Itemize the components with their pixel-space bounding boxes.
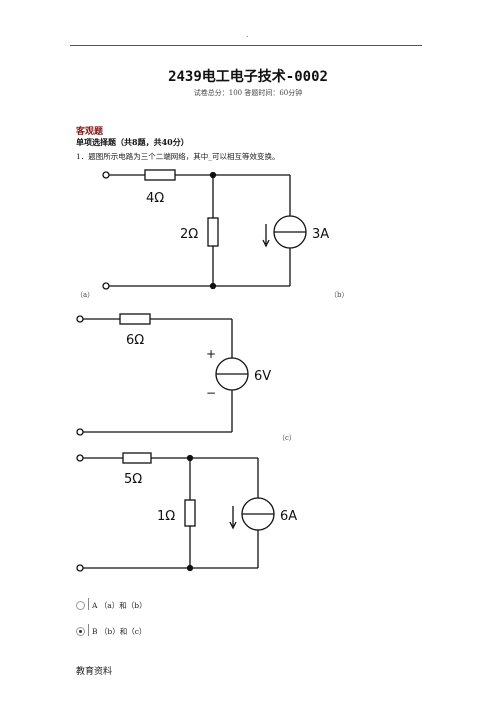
- label-b-6ohm: 6Ω: [126, 333, 144, 348]
- circuit-a-caption: （a）: [76, 291, 95, 299]
- exam-meta: 试卷总分：100 答题时间：60分钟: [193, 89, 303, 97]
- circuit-a: [102, 169, 307, 290]
- label-a-3a: 3A: [312, 227, 329, 242]
- minus-sign: −: [206, 386, 216, 400]
- label-c-5ohm: 5Ω: [124, 472, 142, 487]
- option-b-marker: [88, 623, 89, 636]
- circuit-b: [76, 313, 249, 436]
- terminal-c-top: [76, 454, 84, 462]
- label-a-4ohm: 4Ω: [146, 191, 164, 206]
- circuit-b-caption: （b）: [330, 291, 349, 299]
- option-a[interactable]: A （a）和（b）: [76, 597, 147, 611]
- label-c-6a: 6A: [280, 509, 297, 524]
- label-a-2ohm: 2Ω: [180, 227, 198, 242]
- option-a-marker: [88, 597, 89, 610]
- exam-title: 2439电工电子技术-0002: [168, 69, 328, 85]
- label-c-1ohm: 1Ω: [157, 509, 175, 524]
- resistor-b-series: [119, 313, 151, 325]
- resistor-a-series: [144, 169, 176, 181]
- header-mark: .: [246, 30, 249, 39]
- arrow-c-head: [229, 521, 237, 530]
- question-text: 1．题图所示电路为三个二端网络，其中_可以相互等效变换。: [76, 152, 280, 161]
- terminal-a-top: [102, 171, 110, 179]
- terminal-c-bottom: [76, 564, 84, 572]
- circuit-c: [76, 452, 275, 572]
- radio-option-b[interactable]: [76, 627, 85, 636]
- radio-option-a[interactable]: [76, 601, 85, 610]
- node-a-bottom: [209, 282, 217, 290]
- plus-sign: +: [206, 347, 216, 361]
- option-a-label: A （a）和（b）: [92, 601, 147, 610]
- circuit-c-caption: （c）: [278, 434, 296, 442]
- terminal-a-bottom: [102, 282, 110, 290]
- label-b-6v: 6V: [254, 369, 271, 384]
- option-b-label: B （b）和（c）: [92, 627, 147, 636]
- node-c-bottom: [186, 564, 194, 572]
- arrow-a-head: [262, 239, 270, 248]
- terminal-b-bottom: [76, 428, 84, 436]
- resistor-c-series: [122, 452, 152, 464]
- terminal-b-top: [76, 315, 84, 323]
- section-heading: 客观题: [76, 127, 104, 137]
- question-group-heading: 单项选择题（共8题，共40分）: [76, 137, 189, 147]
- resistor-a-shunt: [207, 217, 219, 247]
- resistor-c-shunt: [184, 499, 196, 527]
- header-rule: [70, 45, 422, 46]
- option-b[interactable]: B （b）和（c）: [76, 623, 147, 637]
- footer-text: 教育资料: [76, 667, 113, 677]
